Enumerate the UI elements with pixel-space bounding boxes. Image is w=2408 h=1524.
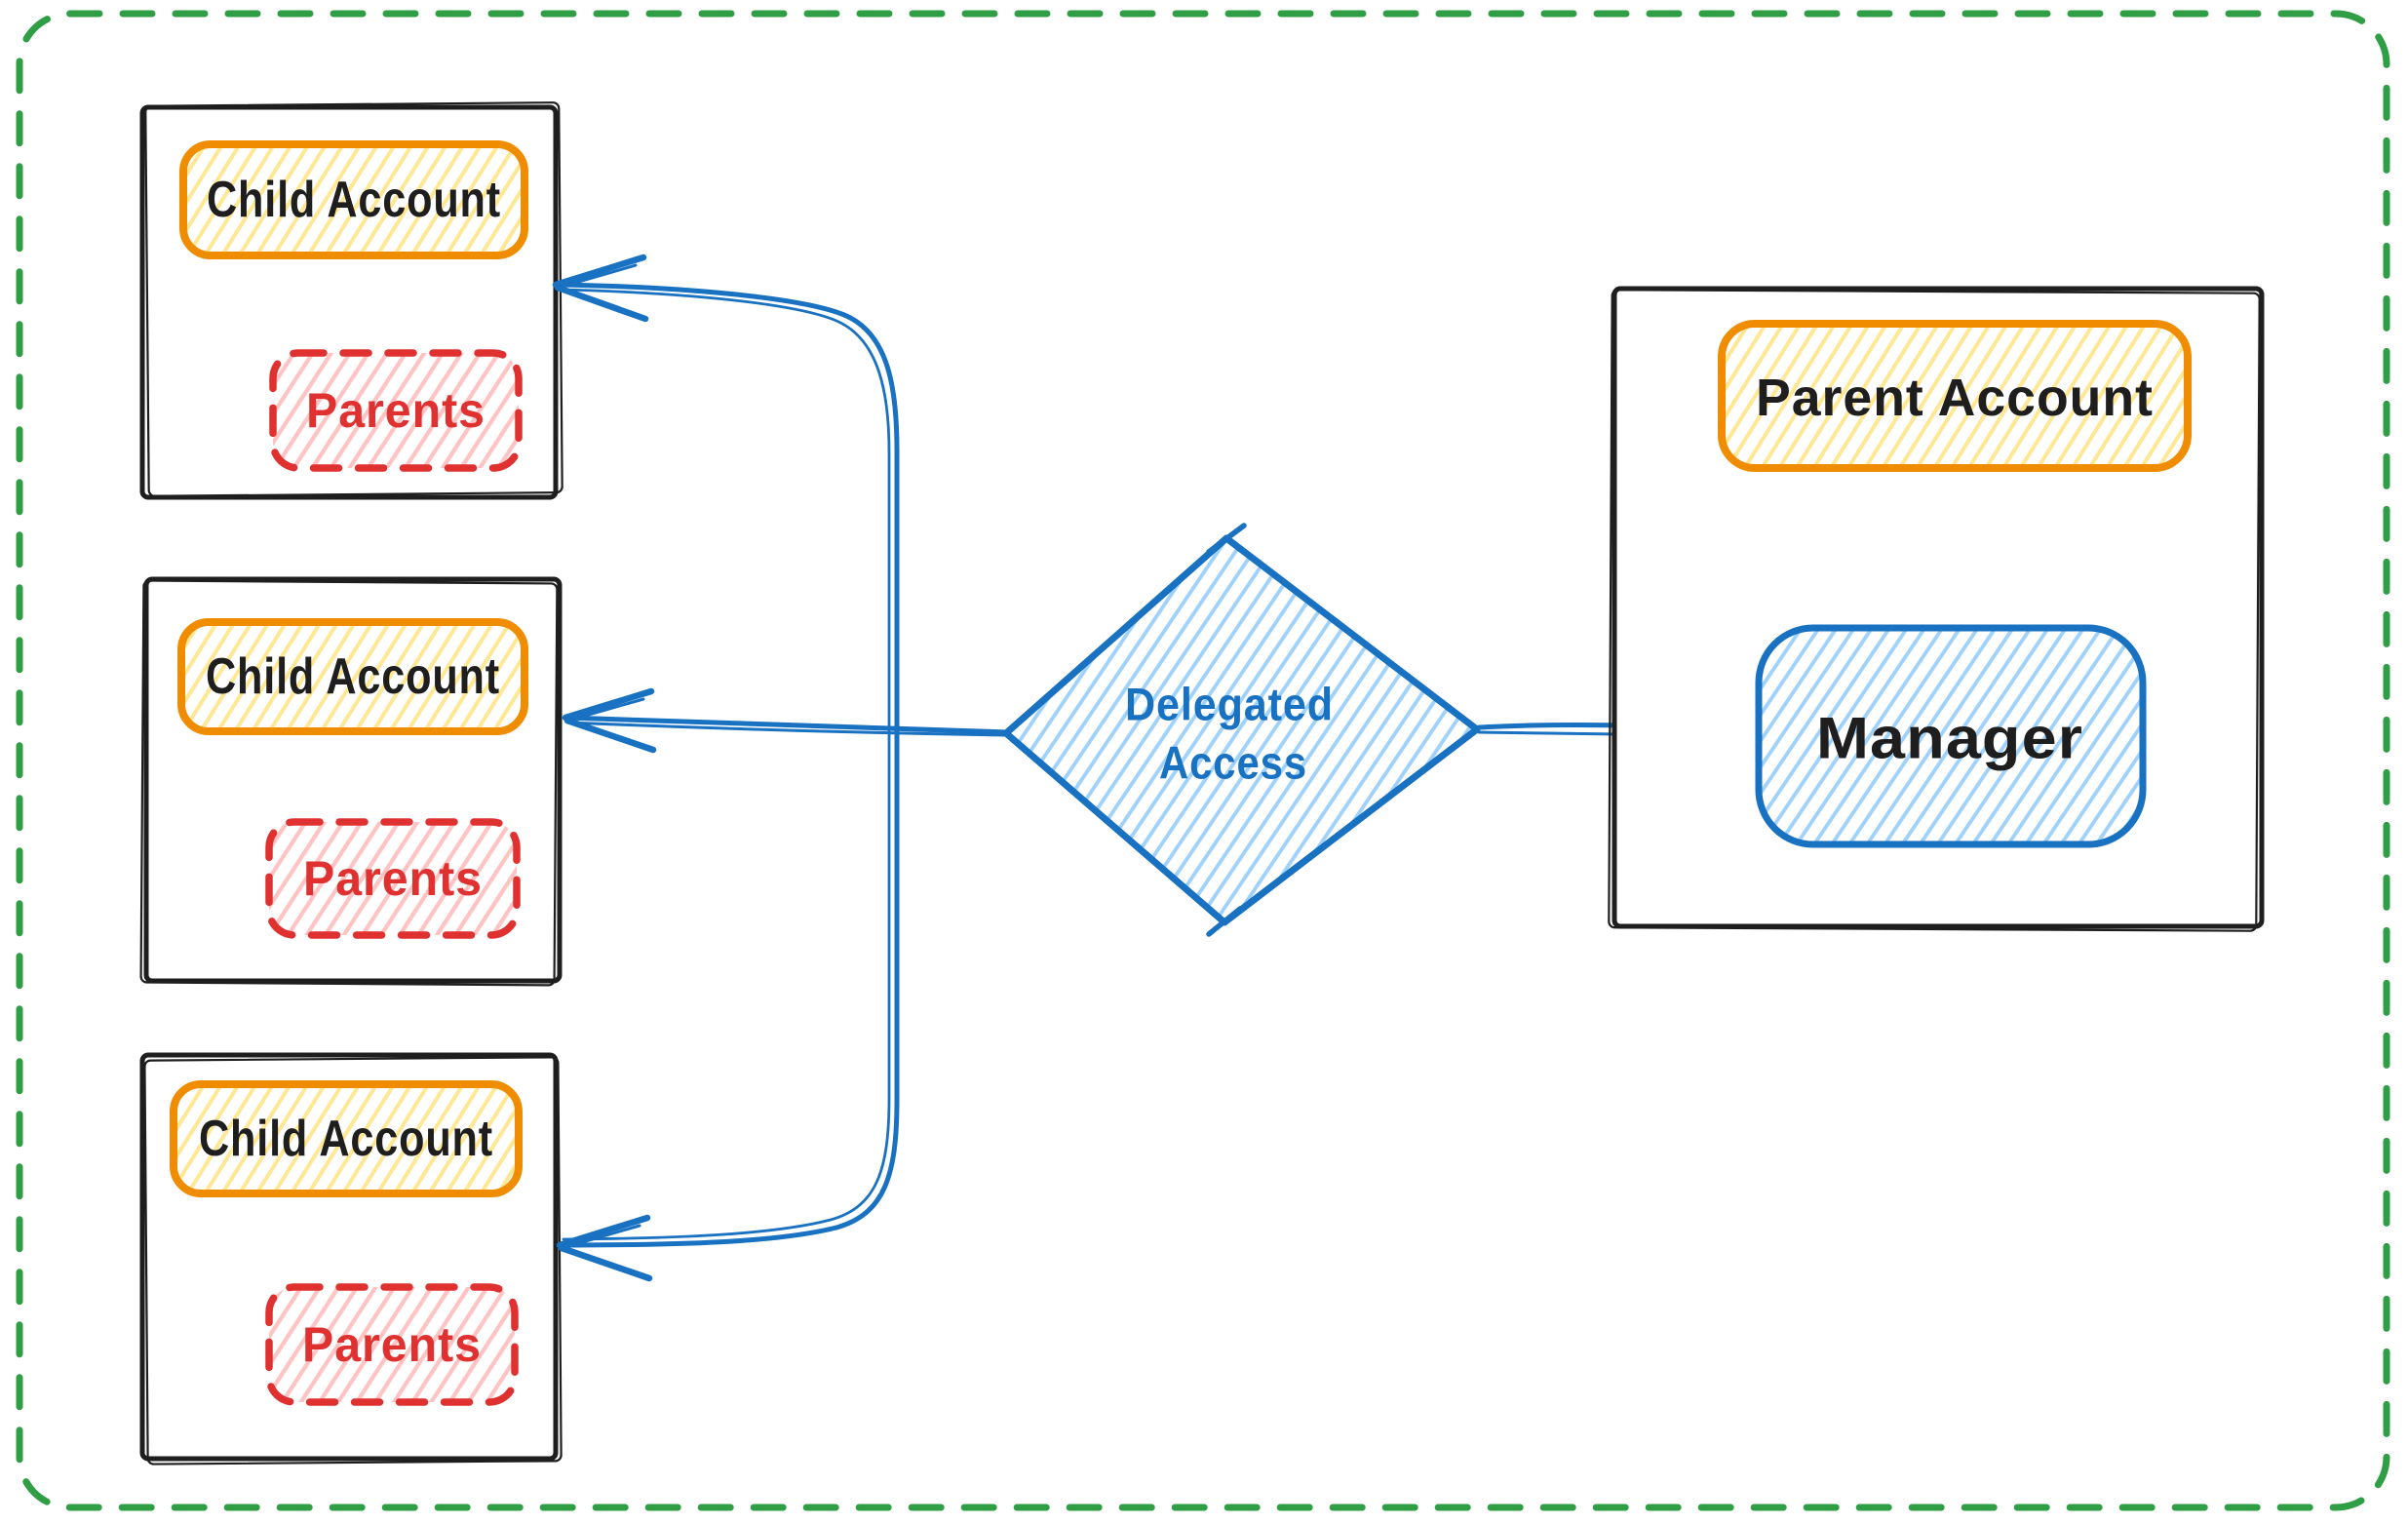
parent-account-title: Parent Account: [1756, 369, 2154, 427]
child-account-card-2: Child Account Parents: [139, 576, 563, 987]
child-account-label-pill: [170, 1080, 523, 1197]
parents-badge: [265, 1283, 519, 1406]
parents-badge-text: Parents: [303, 851, 483, 906]
sketch-echo-stroke: [144, 101, 563, 497]
diamond-shape: [1002, 534, 1481, 926]
sketch-echo-stroke: [1608, 289, 2261, 932]
parents-badge: [265, 818, 521, 939]
diamond-label-line-2: Access: [1159, 737, 1307, 789]
diamond-label-line-1: Delegated: [1125, 679, 1334, 730]
arrowhead-child-2: [562, 687, 657, 754]
parent-account-label-pill: [1718, 320, 2192, 472]
connector-arrows: [552, 254, 1762, 1282]
arrow-to-child-2-shaft: [563, 715, 1011, 735]
arrowhead-child-3-echo: [563, 1224, 641, 1249]
arrow-trunk-to-child-1-and-3: [553, 282, 900, 1248]
manager-node: [1755, 624, 2147, 848]
arrowhead-child-2-echo: [569, 697, 645, 722]
delegated-access-diamond: Delegated Access: [1002, 523, 1481, 937]
arrow-trunk-echo: [558, 288, 891, 1241]
sketch-echo-stroke: [143, 1056, 563, 1465]
child-account-card-1: Child Account Parents: [139, 101, 563, 500]
child-account-title: Child Account: [206, 648, 500, 705]
child-account-title: Child Account: [207, 172, 501, 228]
child-account-label-pill: [179, 140, 528, 259]
parents-badge-text: Parents: [302, 1317, 482, 1372]
sketch-echo-stroke: [139, 579, 559, 987]
arrowhead-child-1: [552, 254, 649, 323]
parents-badge-text: Parents: [306, 383, 485, 438]
arrowhead-child-1-echo: [560, 263, 638, 289]
child-account-card-3: Child Account Parents: [139, 1052, 563, 1465]
arrowhead-child-3: [556, 1214, 653, 1282]
child-account-title: Child Account: [199, 1111, 493, 1167]
arrow-to-child-2-shaft-echo: [565, 721, 1010, 737]
child-account-label-pill: [177, 618, 528, 735]
diamond-sketch-overshoot: [1206, 523, 1247, 937]
manager-node-label: Manager: [1816, 706, 2083, 771]
parents-badge: [269, 349, 523, 472]
canvas-frame-border: [16, 10, 2390, 1511]
parent-account-card: Parent Account Manager: [1608, 286, 2265, 932]
